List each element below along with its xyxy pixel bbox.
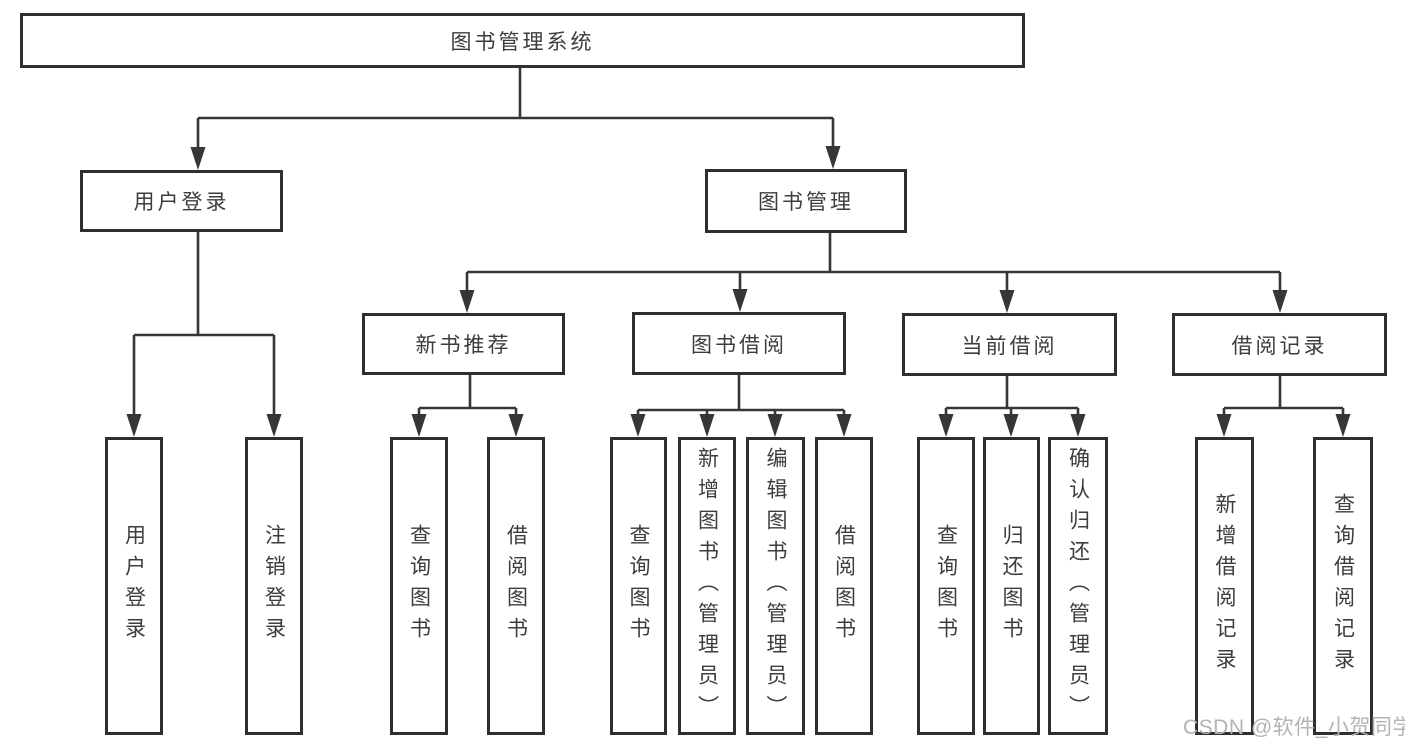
node-label: 新书推荐 xyxy=(415,334,512,357)
node-current-borrowing: 当前借阅 xyxy=(902,313,1117,376)
connector-arrowheads xyxy=(126,146,1351,437)
node-label: 图书借阅 xyxy=(691,333,787,357)
node-label: 新增借阅记录 xyxy=(1213,493,1236,679)
leaf-user-login: 用户登录 xyxy=(105,437,163,735)
leaf-bb-borrow-books: 借阅图书 xyxy=(815,437,873,735)
node-label: 图书管理系统 xyxy=(450,30,595,54)
leaf-bb-edit-books-admin: 编辑图书（管理员） xyxy=(746,437,805,735)
node-label: 确认归还（管理员） xyxy=(1066,446,1090,726)
leaf-logout-login: 注销登录 xyxy=(245,437,303,735)
node-label: 借阅图书 xyxy=(504,524,528,648)
node-label: 借阅记录 xyxy=(1231,334,1328,358)
connector-stems xyxy=(132,68,1345,418)
node-label: 查询图书 xyxy=(934,524,958,648)
node-borrowing-records: 借阅记录 xyxy=(1172,313,1387,376)
node-label: 查询图书 xyxy=(407,524,431,648)
leaf-cb-confirm-return-admin: 确认归还（管理员） xyxy=(1048,437,1108,735)
node-book-borrowing: 图书借阅 xyxy=(632,312,846,375)
node-label: 编辑图书（管理员） xyxy=(764,446,787,726)
node-label: 新增图书（管理员） xyxy=(695,446,719,726)
node-book-management: 图书管理 xyxy=(705,169,907,233)
leaf-nbr-borrow-books: 借阅图书 xyxy=(487,437,545,735)
node-label: 查询图书 xyxy=(627,524,650,648)
leaf-cb-query-books: 查询图书 xyxy=(917,437,975,735)
node-label: 归还图书 xyxy=(1000,524,1023,648)
node-label: 用户登录 xyxy=(133,191,230,214)
node-user-login: 用户登录 xyxy=(80,170,283,232)
node-label: 借阅图书 xyxy=(832,524,856,648)
watermark: CSDN @软件_小贺同学 xyxy=(1183,716,1405,739)
leaf-cb-return-books: 归还图书 xyxy=(983,437,1040,735)
node-library-management-system: 图书管理系统 xyxy=(20,13,1025,68)
leaf-bb-add-books-admin: 新增图书（管理员） xyxy=(678,437,736,735)
node-label: 图书管理 xyxy=(758,191,854,214)
node-label: 注销登录 xyxy=(262,524,286,648)
node-label: 当前借阅 xyxy=(961,334,1058,358)
leaf-nbr-query-books: 查询图书 xyxy=(390,437,448,735)
node-label: 用户登录 xyxy=(122,524,146,648)
node-label: 查询借阅记录 xyxy=(1331,493,1355,679)
leaf-bb-query-books: 查询图书 xyxy=(610,437,667,735)
node-new-book-recommendation: 新书推荐 xyxy=(362,313,565,375)
leaf-br-add-borrow-record: 新增借阅记录 xyxy=(1195,437,1254,735)
leaf-br-query-borrow-record: 查询借阅记录 xyxy=(1313,437,1373,735)
